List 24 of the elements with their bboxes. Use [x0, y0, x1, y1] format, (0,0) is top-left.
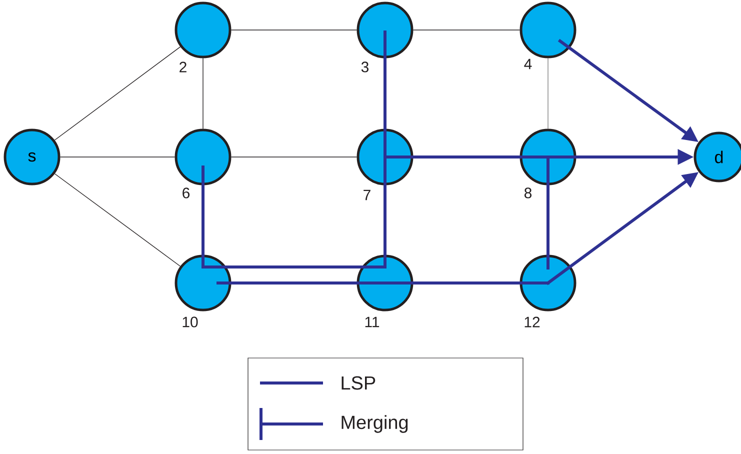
node-number: 3 — [361, 62, 369, 72]
lsp-line — [546, 156, 550, 270]
node-number: 2 — [180, 62, 186, 72]
link-line — [230, 156, 358, 158]
lsp-line — [216, 282, 386, 284]
node-number: 8 — [524, 188, 532, 198]
lsp-line — [384, 156, 550, 158]
lsp-line — [202, 266, 386, 268]
lsp-line — [384, 282, 550, 284]
lsp-line — [202, 166, 204, 268]
node-number: 4 — [524, 58, 532, 70]
node-number: 11 — [365, 316, 380, 328]
lsp-line — [384, 156, 386, 268]
link-line — [54, 173, 181, 267]
legend-text: Merging — [342, 415, 408, 433]
lsp-line — [384, 30, 386, 158]
link-line — [54, 46, 181, 140]
node-number: 10 — [182, 316, 198, 328]
link-line — [202, 58, 204, 130]
node-number: 12 — [524, 316, 540, 328]
link-line — [60, 156, 176, 158]
node-number: 7 — [364, 190, 370, 200]
legend-text: LSP — [342, 376, 376, 390]
node-number: 6 — [182, 188, 190, 198]
